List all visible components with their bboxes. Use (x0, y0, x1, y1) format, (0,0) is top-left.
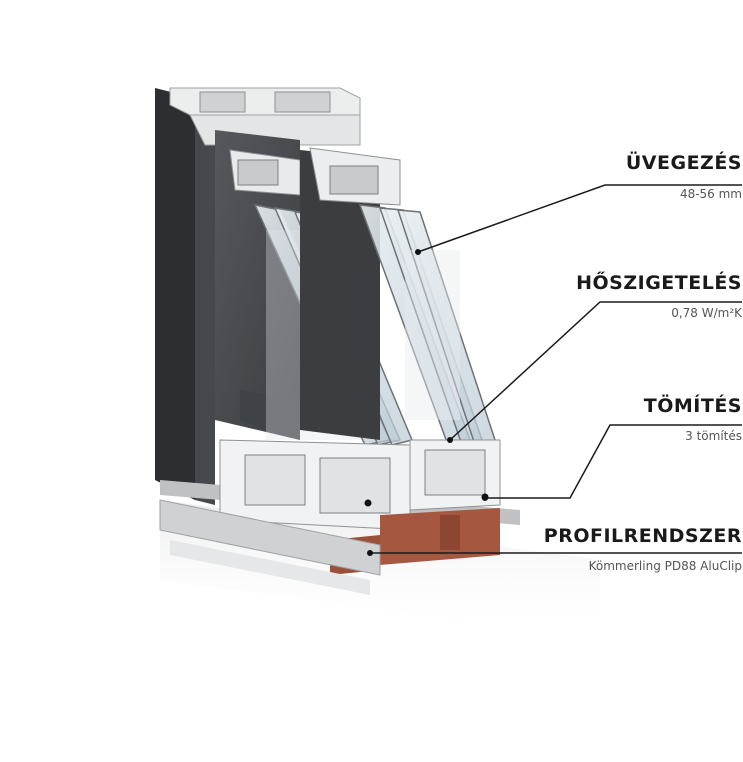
annotation-title: ÜVEGEZÉS (625, 152, 742, 174)
annotation-value: 3 tömítés (685, 429, 742, 443)
leader-line-insulation (449, 301, 742, 441)
annotation-profile-system: PROFILRENDSZER Kömmerling PD88 AluClip (544, 525, 742, 573)
leader-lines (370, 184, 742, 554)
top-profile (169, 87, 361, 146)
leader-dot-profile (367, 550, 373, 556)
annotation-title: HŐSZIGETELÉS (576, 272, 742, 294)
annotation-value: 0,78 W/m²K (671, 306, 742, 320)
annotation-seal: TÖMÍTÉS 3 tömítés (644, 395, 742, 443)
leader-dots (367, 249, 488, 556)
left-sash (215, 130, 301, 440)
annotation-value: 48-56 mm (679, 187, 742, 201)
bottom-profiles (219, 439, 501, 531)
annotation-title: PROFILRENDSZER (543, 525, 742, 547)
annotation-insulation: HŐSZIGETELÉS 0,78 W/m²K (576, 272, 742, 320)
right-glazing (358, 204, 496, 446)
bottom-rail (159, 499, 381, 595)
leader-dot-seal (482, 495, 488, 501)
annotation-title: TÖMÍTÉS (643, 395, 742, 417)
leader-line-seal (485, 424, 742, 499)
leader-dot-glazing (415, 249, 421, 255)
annotation-value: Kömmerling PD88 AluClip (588, 559, 742, 573)
leader-dot-insulation (447, 437, 453, 443)
leader-line-glazing (417, 184, 742, 253)
annotation-glazing: ÜVEGEZÉS 48-56 mm (626, 152, 742, 201)
right-sash (300, 147, 401, 440)
